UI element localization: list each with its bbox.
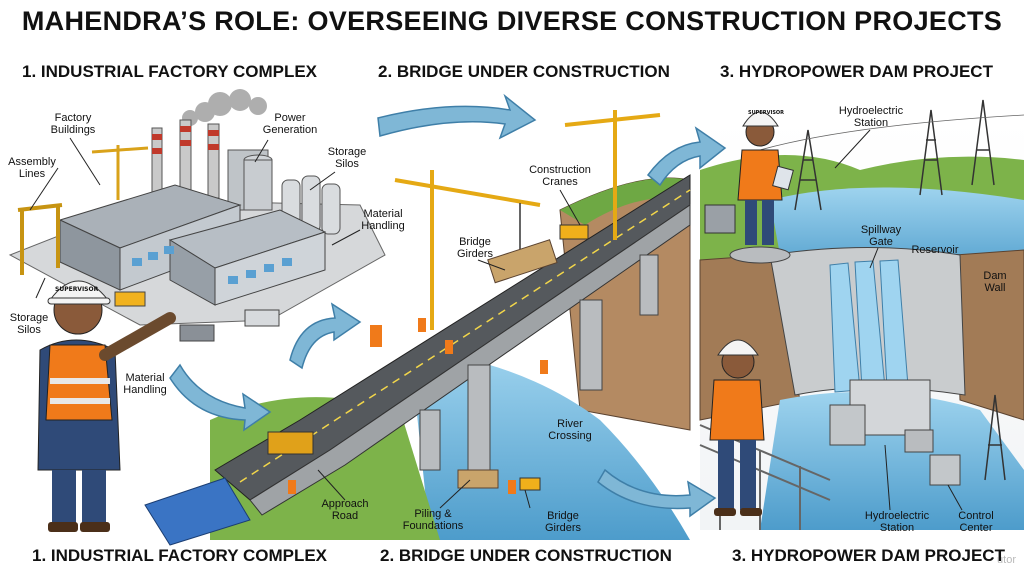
excavator <box>559 224 589 240</box>
bridge-workers <box>288 318 548 494</box>
label-material-handling-left: Material Handling <box>123 372 167 396</box>
section-bridge-footer: 2. BRIDGE UNDER CONSTRUCTION <box>380 546 672 565</box>
section-dam-heading: 3. HYDROPOWER DAM PROJECT <box>720 62 993 81</box>
arrow-icon <box>169 363 272 432</box>
factory-crane <box>91 145 149 200</box>
factory-trucks <box>114 291 280 342</box>
spillway-gates <box>829 259 909 393</box>
label-dam-wall: Dam Wall <box>983 270 1007 294</box>
transmission-towers <box>759 99 1024 481</box>
bridge-crane-left <box>394 170 541 330</box>
section-bridge-heading: 2. BRIDGE UNDER CONSTRUCTION <box>378 62 670 81</box>
label-piling-foundations: Piling & Foundations <box>402 508 464 532</box>
arrow-icon <box>289 302 362 370</box>
label-hydroelectric-station-top: Hydroelectric Station <box>838 105 904 129</box>
page-title: MAHENDRA’S ROLE: OVERSEEING DIVERSE CONS… <box>21 6 1003 36</box>
label-reservoir: Reservoir <box>911 244 959 256</box>
helmet-text-dam: SUPERVISOR <box>748 110 785 116</box>
label-construction-cranes: Construction Cranes <box>529 164 591 188</box>
assembly-gantry <box>17 203 63 275</box>
watermark: utor <box>997 554 1016 566</box>
label-approach-road: Approach Road <box>321 498 369 522</box>
label-bridge-girders-bottom: Bridge Girders <box>544 510 582 534</box>
factory-buildings <box>58 184 327 306</box>
leader-lines <box>29 129 963 511</box>
factory-panel <box>8 89 386 342</box>
section-dam-footer: 3. HYDROPOWER DAM PROJECT <box>732 546 1005 565</box>
bridge-panel <box>144 110 691 546</box>
arrow-icon <box>377 93 537 140</box>
bridge-piers <box>419 254 659 476</box>
dam-supervisor-top <box>737 111 794 245</box>
label-power-generation: Power Generation <box>262 112 318 136</box>
label-bridge-girders-top: Bridge Girders <box>456 236 494 260</box>
label-hydroelectric-station-bottom: Hydroelectric Station <box>864 510 930 534</box>
smoke-icon <box>182 89 267 126</box>
label-assembly-lines: Assembly Lines <box>8 156 56 180</box>
control-center-building <box>929 454 961 486</box>
transformer-icon <box>704 204 736 234</box>
label-factory-buildings: Factory Buildings <box>50 112 96 136</box>
blueprint-icon <box>144 477 251 546</box>
dam-panel <box>699 99 1024 530</box>
label-material-handling-top: Material Handling <box>361 208 405 232</box>
label-control-center: Control Center <box>958 510 994 534</box>
label-storage-silos-left: Storage Silos <box>9 312 49 336</box>
helmet-text-factory: SUPERVISOR <box>55 286 99 293</box>
chimneys <box>151 119 220 199</box>
label-river-crossing: River Crossing <box>548 418 592 442</box>
arrow-icon <box>597 468 717 518</box>
label-spillway-gate: Spillway Gate <box>860 224 902 248</box>
section-factory-heading: 1. INDUSTRIAL FACTORY COMPLEX <box>22 62 318 81</box>
dump-truck <box>267 431 314 455</box>
storage-silos-right <box>281 175 341 235</box>
power-plant <box>227 149 273 211</box>
label-storage-silos-top: Storage Silos <box>327 146 367 170</box>
flow-arrows <box>169 93 727 518</box>
bridge-girder-lift <box>487 239 558 284</box>
bridge-crane-right <box>564 110 661 240</box>
power-station <box>829 379 934 453</box>
section-factory-footer: 1. INDUSTRIAL FACTORY COMPLEX <box>32 546 328 565</box>
factory-supervisor <box>37 280 176 532</box>
arrow-icon <box>646 126 727 187</box>
dam-supervisor-bottom <box>709 339 765 516</box>
